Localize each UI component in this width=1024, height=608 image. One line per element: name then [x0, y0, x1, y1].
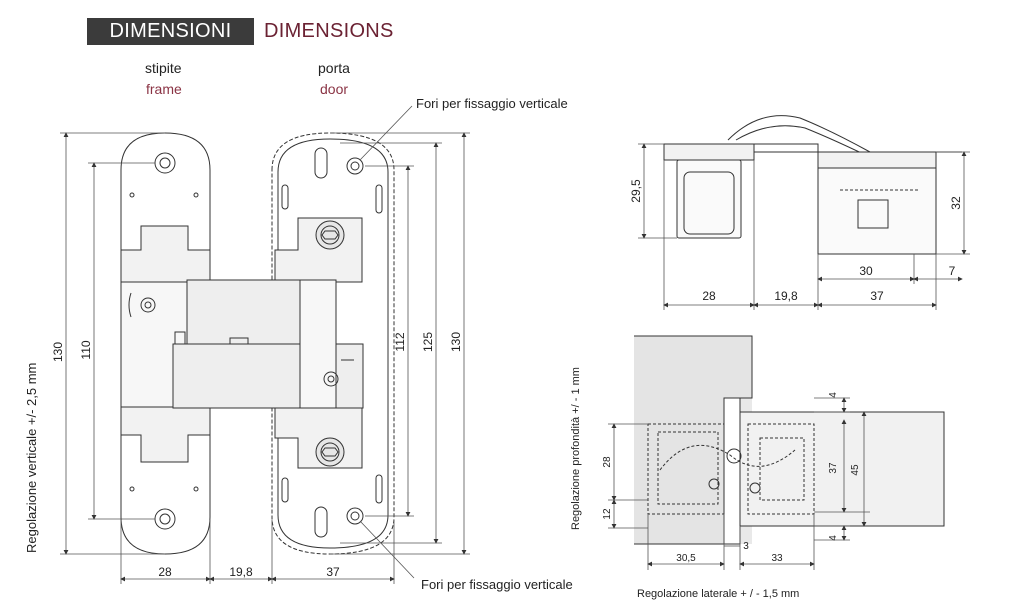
header-title-it: DIMENSIONI — [87, 18, 254, 45]
dim-37-front: 37 — [326, 565, 340, 579]
dim-7: 7 — [949, 264, 956, 278]
callout-bottom-holes: Fori per fissaggio verticale — [421, 577, 573, 592]
dim-28-front: 28 — [158, 565, 172, 579]
hinge-body — [120, 279, 364, 409]
dim-30: 30 — [859, 264, 873, 278]
dim-28-section: 28 — [602, 456, 613, 468]
dim-19-8-top: 19,8 — [774, 289, 798, 303]
dim-110: 110 — [79, 340, 93, 359]
dim-125: 125 — [421, 332, 435, 352]
header-title-en: DIMENSIONS — [264, 20, 394, 42]
section-view — [634, 335, 945, 545]
dim-130-left: 130 — [51, 342, 65, 362]
dim-19-8-front: 19,8 — [229, 565, 253, 579]
dim-3-section: 3 — [743, 541, 749, 552]
dim-37-section: 37 — [828, 462, 839, 474]
dim-30-5-section: 30,5 — [676, 553, 696, 564]
dim-28-top: 28 — [702, 289, 716, 303]
dim-33-section: 33 — [771, 553, 783, 564]
dim-130-right: 130 — [449, 332, 463, 352]
dim-12-section: 12 — [602, 508, 613, 520]
callout-top-holes: Fori per fissaggio verticale — [416, 96, 568, 111]
frame-label-it: stipite — [145, 60, 182, 76]
dim-4-bottom-section: 4 — [828, 535, 839, 541]
door-label-it: porta — [318, 60, 350, 76]
dim-29-5: 29,5 — [629, 179, 643, 203]
door-label-en: door — [320, 81, 349, 97]
dim-112: 112 — [393, 332, 407, 351]
dim-37-top: 37 — [870, 289, 884, 303]
dim-45-section: 45 — [850, 464, 861, 476]
dim-32: 32 — [949, 196, 963, 210]
top-view — [663, 115, 962, 255]
lateral-adjust-label: Regolazione laterale + / - 1,5 mm — [637, 588, 800, 600]
frame-label-en: frame — [146, 81, 182, 97]
dim-4-top-section: 4 — [828, 392, 839, 398]
